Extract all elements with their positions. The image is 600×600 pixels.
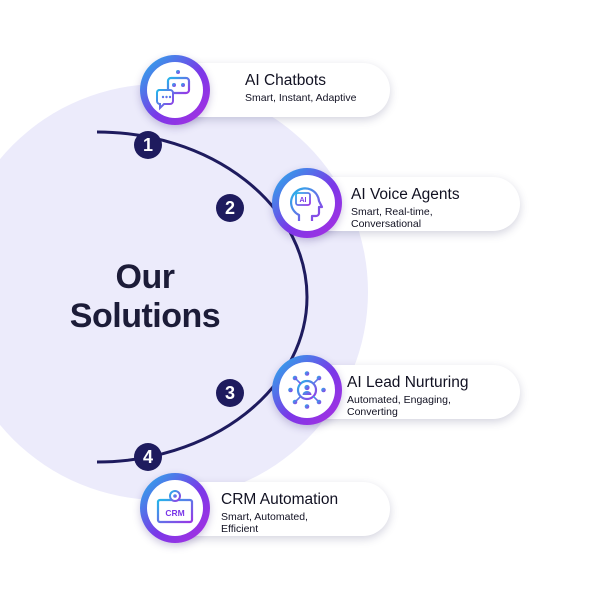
crm-icon-label: CRM xyxy=(165,508,184,518)
voice-icon-label: AI xyxy=(300,197,307,204)
solution-card-ai-voice-agents: AI Voice Agents Smart, Real-time, Conver… xyxy=(307,177,520,231)
card-subtitle: Automated, Engaging, Converting xyxy=(347,394,451,418)
chatbot-icon xyxy=(140,55,210,125)
card-subtitle: Smart, Automated, Efficient xyxy=(221,511,308,535)
step-badge-2: 2 xyxy=(216,194,244,222)
step-badge-3: 3 xyxy=(216,379,244,407)
step-badge-1: 1 xyxy=(134,131,162,159)
lead-nurturing-icon xyxy=(272,355,342,425)
solution-card-ai-chatbots: AI Chatbots Smart, Instant, Adaptive xyxy=(175,63,390,117)
step-number-4: 4 xyxy=(143,447,153,467)
card-subtitle: Smart, Real-time, Conversational xyxy=(351,206,433,230)
step-number-1: 1 xyxy=(143,135,153,155)
step-number-3: 3 xyxy=(225,383,235,403)
center-title-line2: Solutions xyxy=(69,297,221,335)
crm-icon: CRM xyxy=(140,473,210,543)
step-number-2: 2 xyxy=(225,198,235,218)
card-subtitle: Smart, Instant, Adaptive xyxy=(245,92,357,104)
card-title: AI Voice Agents xyxy=(351,186,460,203)
center-title: Our Solutions xyxy=(55,258,235,336)
step-badge-4: 4 xyxy=(134,443,162,471)
solution-card-crm-automation: CRM Automation Smart, Automated, Efficie… xyxy=(175,482,390,536)
card-title: AI Chatbots xyxy=(245,72,326,89)
voice-agent-icon: AI xyxy=(272,168,342,238)
arc-connector xyxy=(96,130,309,464)
card-title: CRM Automation xyxy=(221,491,339,508)
center-title-line1: Our xyxy=(115,258,175,296)
solution-card-ai-lead-nurturing: AI Lead Nurturing Automated, Engaging, C… xyxy=(307,365,520,419)
card-title: AI Lead Nurturing xyxy=(347,374,469,391)
